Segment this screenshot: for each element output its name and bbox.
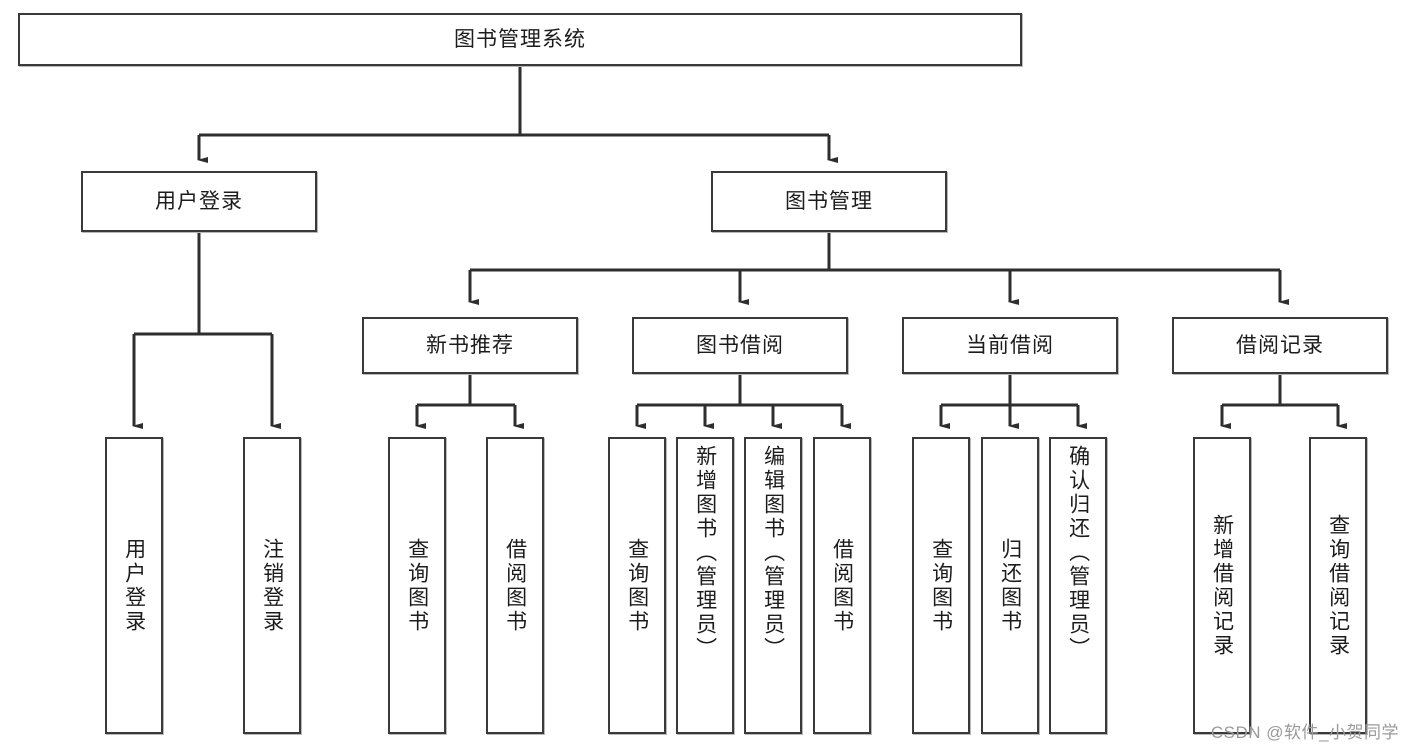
leaf-new-book-borrow-book[interactable]: 借阅图书 [486,437,544,734]
node-label: 图书管理 [785,189,873,213]
leaf-borrow-record-add-record[interactable]: 新增借阅记录 [1193,437,1251,734]
node-new-book-recommend[interactable]: 新书推荐 [362,317,578,374]
node-label: 确认归还（管理员） [1066,445,1090,661]
leaf-book-borrow-borrow-book[interactable]: 借阅图书 [813,437,871,734]
node-user-login[interactable]: 用户登录 [81,171,317,232]
leaf-user-login-user-login[interactable]: 用户登录 [105,437,163,734]
leaf-book-borrow-add-book-admin[interactable]: 新增图书（管理员） [676,437,734,734]
node-root-book-management-system[interactable]: 图书管理系统 [18,13,1022,66]
node-label: 查询图书 [405,537,429,634]
watermark-text: CSDN @软件_小贺同学 [1210,723,1399,742]
node-label: 图书管理系统 [454,27,586,51]
leaf-user-login-logout[interactable]: 注销登录 [243,437,301,734]
node-label: 新增借阅记录 [1210,513,1234,658]
node-label: 归还图书 [998,537,1022,634]
node-book-borrow[interactable]: 图书借阅 [632,317,848,374]
node-label: 借阅记录 [1236,333,1324,357]
node-label: 查询借阅记录 [1326,513,1350,658]
node-label: 当前借阅 [966,333,1054,357]
node-borrow-record[interactable]: 借阅记录 [1172,317,1388,374]
node-label: 编辑图书（管理员） [761,445,785,661]
node-book-management[interactable]: 图书管理 [711,171,947,232]
leaf-book-borrow-edit-book-admin[interactable]: 编辑图书（管理员） [744,437,802,734]
node-current-borrow[interactable]: 当前借阅 [902,317,1118,374]
leaf-borrow-record-query-record[interactable]: 查询借阅记录 [1309,437,1367,734]
leaf-new-book-query-book[interactable]: 查询图书 [388,437,446,734]
node-label: 图书借阅 [696,333,784,357]
node-label: 借阅图书 [830,537,854,634]
leaf-book-borrow-query-book[interactable]: 查询图书 [608,437,666,734]
node-label: 用户登录 [155,189,243,213]
leaf-current-borrow-confirm-return-admin[interactable]: 确认归还（管理员） [1049,437,1107,734]
node-label: 借阅图书 [503,537,527,634]
node-label: 查询图书 [625,537,649,634]
node-label: 新书推荐 [426,333,514,357]
node-label: 注销登录 [260,537,284,634]
leaf-current-borrow-return-book[interactable]: 归还图书 [981,437,1039,734]
leaf-current-borrow-query-book[interactable]: 查询图书 [912,437,970,734]
node-label: 用户登录 [122,537,146,634]
node-label: 新增图书（管理员） [693,445,717,661]
node-label: 查询图书 [929,537,953,634]
